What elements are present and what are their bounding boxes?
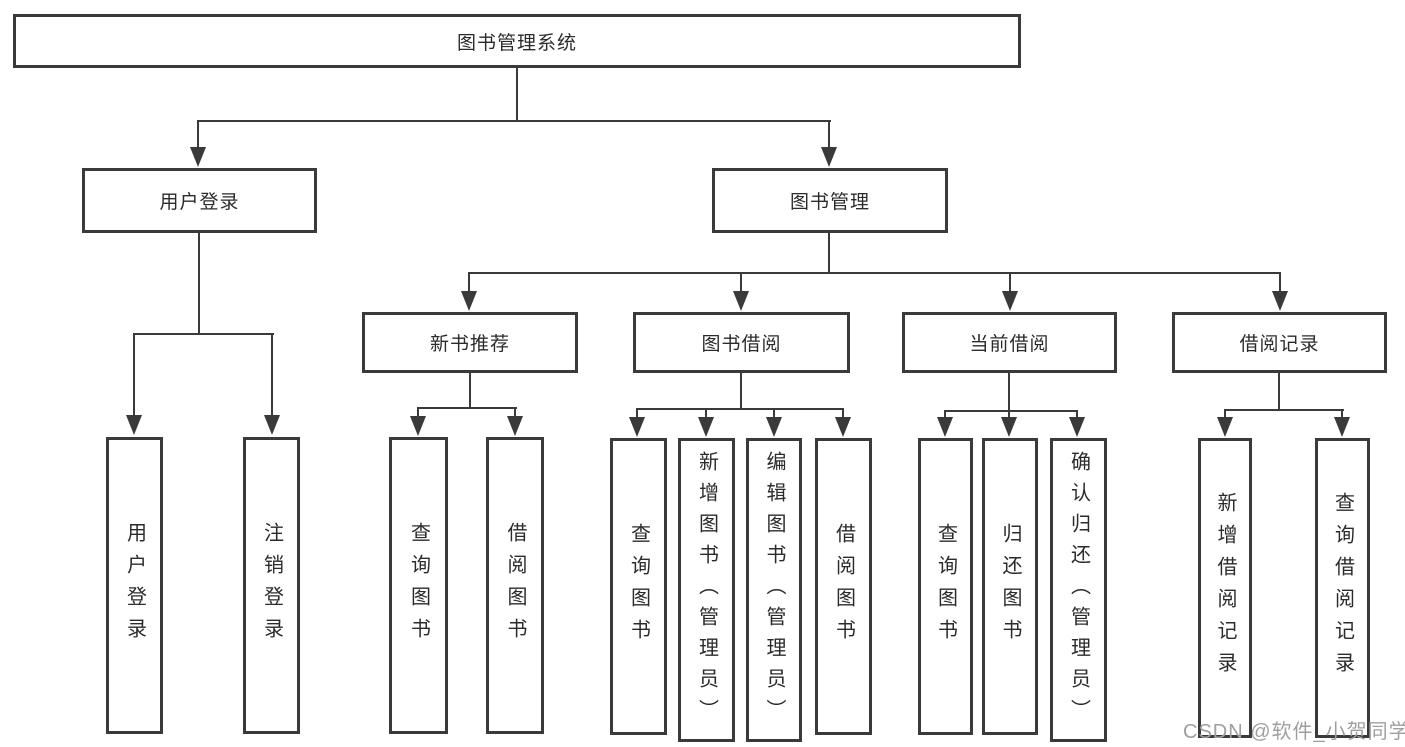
connector-root-stem xyxy=(516,68,518,122)
leaf-query-books-1: 查询图书 xyxy=(389,437,448,734)
arrow-down-icon xyxy=(1217,417,1233,437)
leaf-label: 新增图书（管理员） xyxy=(695,450,718,730)
connector-book-mgmt-bar xyxy=(468,272,1281,274)
arrow-down-icon xyxy=(835,417,851,437)
leaf-query-borrow-record: 查询借阅记录 xyxy=(1315,438,1370,738)
leaf-query-books-2: 查询图书 xyxy=(610,438,667,735)
leaf-query-books-3: 查询图书 xyxy=(918,438,973,735)
leaf-label: 归还图书 xyxy=(999,522,1021,651)
connector-stem xyxy=(740,373,742,410)
connector-drop xyxy=(1009,272,1011,293)
arrow-down-icon xyxy=(126,415,142,435)
arrow-down-icon xyxy=(1069,417,1085,437)
connector-drop xyxy=(1008,410,1010,419)
connector-drop xyxy=(1341,409,1343,419)
leaf-label: 编辑图书（管理员） xyxy=(763,450,785,730)
leaf-label: 注销登录 xyxy=(260,521,283,650)
arrow-down-icon xyxy=(507,416,523,436)
leaf-label: 查询借阅记录 xyxy=(1331,492,1354,684)
connector-bar xyxy=(636,408,844,410)
connector-user-login-drop xyxy=(197,120,199,150)
connector-bar xyxy=(944,410,1078,412)
node-root: 图书管理系统 xyxy=(13,14,1021,68)
leaf-label: 新增借阅记录 xyxy=(1214,492,1236,684)
leaf-label: 借阅图书 xyxy=(832,522,855,651)
node-book-management: 图书管理 xyxy=(712,168,948,233)
arrow-down-icon xyxy=(1002,291,1018,311)
node-borrow-record-label: 借阅记录 xyxy=(1239,334,1320,355)
leaf-label: 确认归还（管理员） xyxy=(1067,450,1090,730)
arrow-down-icon xyxy=(264,415,280,435)
leaf-borrow-books-1: 借阅图书 xyxy=(486,437,544,734)
node-book-borrow-label: 图书借阅 xyxy=(701,334,782,355)
arrow-down-icon xyxy=(1272,291,1288,311)
connector-drop xyxy=(468,272,470,293)
connector-stem xyxy=(1278,373,1280,411)
leaf-edit-book-admin: 编辑图书（管理员） xyxy=(746,438,802,742)
connector-drop xyxy=(1279,272,1281,293)
leaf-add-borrow-record: 新增借阅记录 xyxy=(1198,438,1252,738)
connector-bar xyxy=(1224,409,1344,411)
connector-drop xyxy=(1224,409,1226,419)
node-user-login: 用户登录 xyxy=(82,168,317,233)
connector-drop xyxy=(417,407,419,418)
node-book-management-label: 图书管理 xyxy=(789,192,870,213)
node-book-borrow: 图书借阅 xyxy=(633,312,850,373)
arrow-down-icon xyxy=(1001,417,1017,437)
arrow-down-icon xyxy=(937,417,953,437)
connector-user-login-bar xyxy=(133,333,274,335)
leaf-user-login-action: 用户登录 xyxy=(106,437,163,734)
connector-bar xyxy=(417,407,517,409)
leaf-label: 用户登录 xyxy=(123,521,146,650)
arrow-down-icon xyxy=(698,417,714,437)
arrow-down-icon xyxy=(629,417,645,437)
connector-drop xyxy=(1076,410,1078,419)
leaf-label: 借阅图书 xyxy=(504,521,526,650)
leaf-borrow-books-2: 借阅图书 xyxy=(815,438,872,735)
node-current-borrow-label: 当前借阅 xyxy=(969,334,1050,355)
leaf-confirm-return-admin: 确认归还（管理员） xyxy=(1050,438,1107,742)
leaf-label: 查询图书 xyxy=(627,522,650,651)
connector-stem xyxy=(1008,373,1010,412)
connector-drop xyxy=(773,408,775,419)
leaf-label: 查询图书 xyxy=(407,521,430,650)
connector-book-mgmt-drop xyxy=(828,120,830,150)
arrow-down-icon xyxy=(410,416,426,436)
node-new-book-recommend-label: 新书推荐 xyxy=(429,334,510,355)
connector-drop xyxy=(944,410,946,419)
leaf-add-book-admin: 新增图书（管理员） xyxy=(678,438,735,742)
arrow-down-icon xyxy=(1334,417,1350,437)
connector-user-login-stem xyxy=(198,233,200,335)
connector-root-bar xyxy=(197,120,831,122)
connector-drop xyxy=(705,408,707,419)
arrow-down-icon xyxy=(733,291,749,311)
connector-drop xyxy=(514,407,516,418)
leaf-return-books: 归还图书 xyxy=(982,438,1038,735)
connector-book-mgmt-stem xyxy=(828,233,830,274)
arrow-down-icon xyxy=(461,291,477,311)
connector-drop xyxy=(636,408,638,419)
node-new-book-recommend: 新书推荐 xyxy=(362,312,578,373)
connector-drop xyxy=(271,333,273,416)
connector-drop xyxy=(740,272,742,293)
watermark: CSDN @软件_小贺同学 xyxy=(1183,721,1405,743)
arrow-down-icon xyxy=(766,417,782,437)
node-root-label: 图书管理系统 xyxy=(456,32,577,54)
connector-stem xyxy=(469,373,471,409)
connector-drop xyxy=(842,408,844,419)
arrow-down-icon xyxy=(821,147,837,167)
node-current-borrow: 当前借阅 xyxy=(902,312,1117,373)
node-user-login-label: 用户登录 xyxy=(159,192,240,213)
connector-drop xyxy=(133,333,135,416)
leaf-logout-action: 注销登录 xyxy=(243,437,300,734)
leaf-label: 查询图书 xyxy=(934,522,957,651)
arrow-down-icon xyxy=(190,147,206,167)
node-borrow-record: 借阅记录 xyxy=(1172,312,1387,373)
